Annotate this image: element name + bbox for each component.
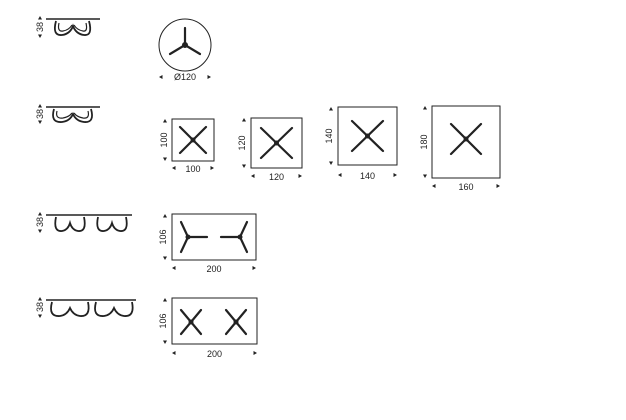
- double-base-side-icon: [46, 299, 136, 317]
- x-star-base-icon-right: [224, 308, 248, 336]
- x-star-base-icon: [350, 119, 385, 153]
- single-base-side-icon: [46, 106, 100, 123]
- width-dimension-marker: 160: [432, 182, 500, 192]
- double-base-side-icon: [46, 214, 132, 232]
- round-table-plan: Ø120: [158, 18, 212, 82]
- depth-label: 106: [158, 229, 168, 244]
- width-dimension-marker: Ø120: [159, 72, 211, 82]
- height-dimension-marker: 38: [35, 104, 45, 124]
- height-dimension-marker: 38: [35, 16, 45, 38]
- depth-dimension-marker: 100: [159, 119, 169, 161]
- rect-table-200-double-base-plan: 106 200: [158, 213, 257, 274]
- tri-star-base-icon-left: [179, 220, 209, 254]
- rect-table-200-double-x-base-plan: 106 200: [158, 297, 258, 359]
- height-label: 38: [35, 22, 45, 32]
- tri-star-base-icon-right: [219, 220, 249, 254]
- width-label: 120: [269, 172, 284, 182]
- diameter-label: Ø120: [174, 72, 196, 82]
- x-star-base-icon: [259, 126, 294, 160]
- square-table-160-plan: 180 160: [419, 105, 501, 192]
- width-label: 100: [185, 164, 200, 174]
- height-label: 38: [35, 217, 45, 227]
- square-table-140-plan: 140 140: [324, 106, 398, 181]
- row-2: 38 100 100: [35, 104, 501, 192]
- height-label: 38: [35, 302, 45, 312]
- width-dimension-marker: 200: [172, 349, 257, 359]
- depth-label: 106: [158, 313, 168, 328]
- row-1: 38 Ø120: [35, 16, 212, 82]
- row-3: 38 106: [35, 212, 257, 274]
- x-star-base-icon-left: [179, 308, 203, 336]
- width-label: 140: [360, 171, 375, 181]
- width-label: 200: [207, 349, 222, 359]
- depth-dimension-marker: 180: [419, 106, 429, 178]
- depth-dimension-marker: 106: [158, 298, 168, 344]
- depth-dimension-marker: 106: [158, 214, 168, 260]
- depth-dimension-marker: 140: [324, 107, 334, 165]
- row-4: 38 106: [35, 297, 258, 359]
- width-dimension-marker: 100: [172, 164, 214, 174]
- height-dimension-marker: 38: [35, 297, 45, 318]
- depth-label: 100: [159, 132, 169, 147]
- depth-label: 120: [237, 135, 247, 150]
- square-table-100-plan: 100 100: [159, 118, 215, 174]
- width-label: 160: [458, 182, 473, 192]
- width-dimension-marker: 140: [338, 171, 397, 181]
- depth-dimension-marker: 120: [237, 118, 247, 168]
- single-base-side-icon: [46, 18, 100, 36]
- width-dimension-marker: 200: [172, 264, 256, 274]
- x-star-base-icon: [178, 125, 208, 155]
- depth-label: 140: [324, 128, 334, 143]
- x-star-base-icon: [449, 122, 483, 156]
- width-dimension-marker: 120: [251, 172, 302, 182]
- height-label: 38: [35, 109, 45, 119]
- height-dimension-marker: 38: [35, 212, 45, 233]
- width-label: 200: [206, 264, 221, 274]
- depth-label: 180: [419, 134, 429, 149]
- square-table-120-plan: 120 120: [237, 117, 303, 182]
- tri-star-base-icon: [168, 26, 202, 56]
